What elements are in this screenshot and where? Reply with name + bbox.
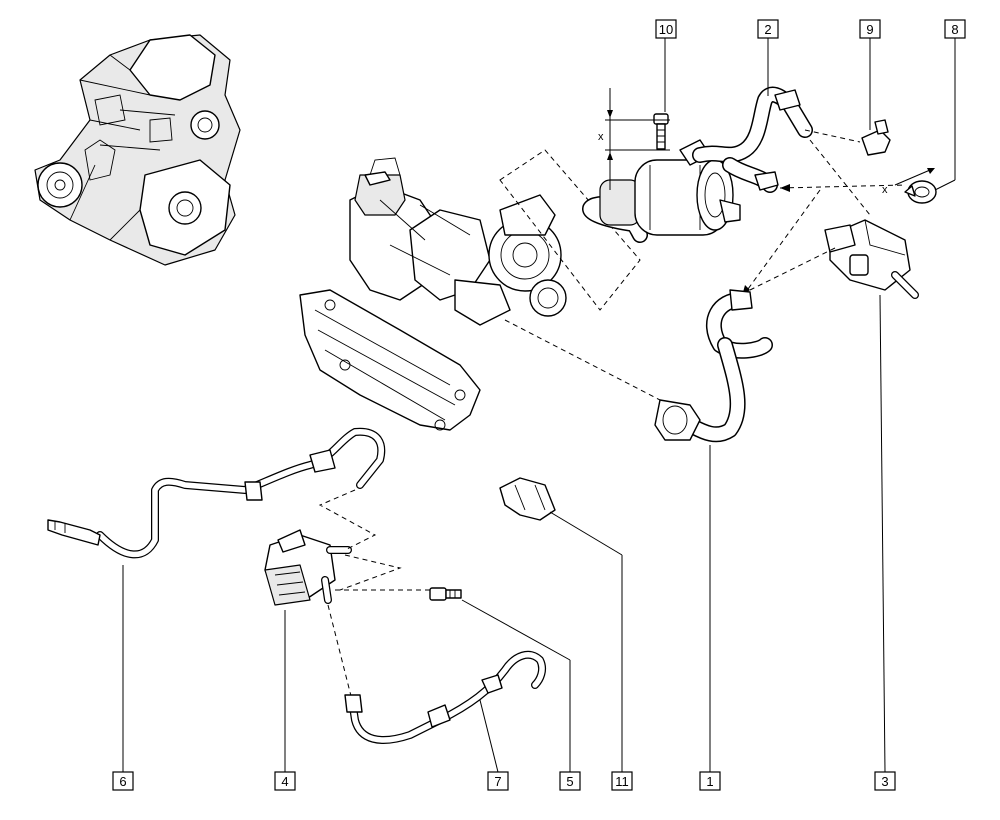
callout-8: 8 <box>944 19 966 39</box>
callout-1: 1 <box>699 771 721 791</box>
callout-label-7: 7 <box>494 774 501 789</box>
dimension-label-x-right: x <box>882 184 888 196</box>
callout-3: 3 <box>874 771 896 791</box>
dash-hose-to-valve <box>809 139 871 216</box>
dimension-x-right: x <box>779 168 935 196</box>
bolt-10 <box>653 113 669 150</box>
engine-overview <box>34 34 241 266</box>
dash-valve-to-hose1b <box>749 247 836 291</box>
callout-label-10: 10 <box>659 22 673 37</box>
callout-11: 11 <box>611 771 633 791</box>
pipe-7 <box>344 650 547 744</box>
hose-1 <box>654 289 773 443</box>
solenoid-valve-3 <box>824 219 919 299</box>
callout-label-9: 9 <box>866 22 873 37</box>
callout-5: 5 <box>559 771 581 791</box>
valve-zone-outline <box>499 149 641 311</box>
bolt-5 <box>429 587 462 601</box>
pipe-6 <box>47 427 386 559</box>
leader-lines <box>122 38 956 773</box>
turbocharger-manifold <box>299 157 567 431</box>
dash-valve4-to-pipe7 <box>327 604 353 701</box>
callout-4: 4 <box>274 771 296 791</box>
clip-9 <box>861 119 891 156</box>
canister-hose <box>692 86 813 193</box>
callout-6: 6 <box>112 771 134 791</box>
callout-label-2: 2 <box>764 22 771 37</box>
callout-label-8: 8 <box>951 22 958 37</box>
dash-pipe6-to-valve4 <box>318 489 377 551</box>
callout-label-5: 5 <box>566 774 573 789</box>
canister-filter <box>582 139 741 243</box>
dash-valve-to-hose1 <box>739 189 821 301</box>
callout-label-6: 6 <box>119 774 126 789</box>
callout-7: 7 <box>487 771 509 791</box>
callout-label-11: 11 <box>615 774 629 789</box>
dash-valve4-to-bolt <box>339 554 402 591</box>
dimension-x-left: x <box>598 88 670 190</box>
callout-label-1: 1 <box>706 774 713 789</box>
clamp-8 <box>904 180 937 204</box>
callout-9: 9 <box>859 19 881 39</box>
callout-2: 2 <box>757 19 779 39</box>
callout-10: 10 <box>655 19 677 39</box>
dimension-label-x: x <box>598 131 604 143</box>
vacuum-valve-4 <box>264 529 352 606</box>
callout-label-4: 4 <box>281 774 288 789</box>
dash-9-to-hose <box>804 129 861 143</box>
callout-label-3: 3 <box>881 774 888 789</box>
clip-11 <box>499 477 556 521</box>
dash-turbo-to-hose1 <box>504 319 661 401</box>
